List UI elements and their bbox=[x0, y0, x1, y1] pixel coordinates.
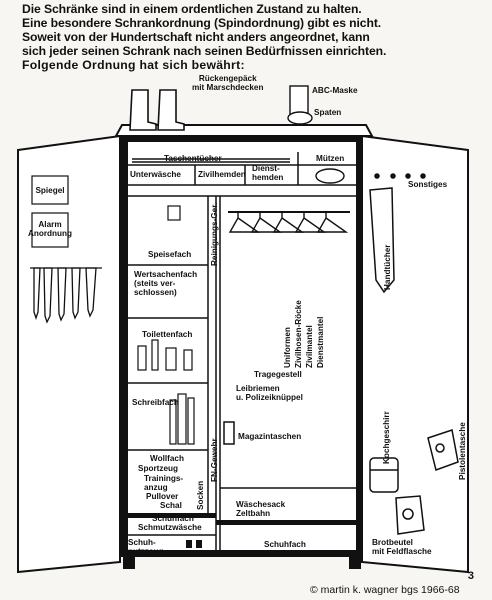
ties bbox=[30, 267, 102, 324]
sportzeug-label: Sportzeug bbox=[138, 464, 179, 473]
rueckengepaeck-label: Rückengepäck mit Marschdecken bbox=[192, 74, 264, 92]
schuhfach-left-label: Schuhfach bbox=[152, 514, 194, 523]
unterwaesche-label: Unterwäsche bbox=[130, 170, 181, 179]
diensthemden-label: Dienst- hemden bbox=[252, 164, 284, 182]
fn-gewehr-label: FN-Gewehr bbox=[210, 438, 219, 482]
waeschesack-label: Wäschesack Zeltbahn bbox=[236, 500, 286, 518]
intro-line-4: sich jeder seinen Schrank nach seinen Be… bbox=[22, 44, 387, 58]
schreibfach-label: Schreibfach bbox=[132, 398, 179, 407]
cabinet-body bbox=[121, 135, 363, 557]
zivilhemden-label: Zivilhemden bbox=[198, 170, 246, 179]
muetzen-label: Mützen bbox=[316, 154, 345, 163]
brotbeutel-label: Brotbeutel mit Feldflasche bbox=[372, 538, 432, 556]
hangers bbox=[228, 212, 349, 233]
pistolentasche-label: Pistolentasche bbox=[458, 422, 467, 480]
taschentuecher-label: Taschentücher bbox=[164, 154, 222, 163]
schuhputzzeug-label: Schuh- putzzeug bbox=[128, 538, 164, 556]
wertsachenfach-label: Wertsachenfach (steits ver- schlossen) bbox=[134, 270, 198, 297]
alarm-label: Alarm Anordnung bbox=[27, 220, 73, 238]
intro-line-5: Folgende Ordnung hat sich bewährt: bbox=[22, 58, 245, 72]
reinigungs-ger-label: Reinigungs-Ger. bbox=[210, 202, 219, 266]
abc-maske-label: ABC-Maske bbox=[312, 86, 358, 95]
intro-line-3: Soweit von der Hundertschaft nicht ander… bbox=[22, 30, 370, 44]
cap-icon bbox=[315, 168, 345, 184]
spaten-icon bbox=[287, 111, 313, 125]
cabinet-foot-right bbox=[349, 555, 361, 569]
spiegel-label: Spiegel bbox=[35, 186, 65, 195]
page-number: 3 bbox=[467, 570, 474, 582]
intro-text: Die Schränke sind in einem ordentlichen … bbox=[22, 2, 482, 72]
wollfach-label: Wollfach bbox=[150, 454, 184, 463]
spaten-label: Spaten bbox=[314, 108, 342, 117]
books bbox=[169, 393, 195, 445]
schal-label: Schal bbox=[160, 501, 182, 510]
shoe-polish-items bbox=[186, 540, 202, 548]
sonstiges-label: Sonstiges bbox=[408, 180, 448, 189]
leibriemen-label: Leibriemen u. Polizeiknüppel bbox=[236, 384, 303, 402]
handtuecher-label: Handtücher bbox=[383, 244, 392, 291]
kochgeschirr-label: Kochgeschirr bbox=[382, 411, 391, 464]
copyright-notice: © martin k. wagner bgs 1966-68 bbox=[310, 584, 460, 596]
socken-label: Socken bbox=[196, 480, 205, 510]
intro-line-1: Die Schränke sind in einem ordentlichen … bbox=[22, 2, 362, 16]
speisefach-label: Speisefach bbox=[148, 250, 192, 259]
trainingsanzug-label: Trainings- anzug bbox=[144, 474, 184, 492]
lock-icon bbox=[167, 205, 181, 221]
cabinet-foot-left bbox=[123, 555, 135, 569]
pullover-label: Pullover bbox=[146, 492, 179, 501]
uniformen-label: Uniformen Zivilhosen-Röcke Zivilmantel D… bbox=[283, 300, 325, 368]
tragegestell-label: Tragegestell bbox=[254, 370, 302, 379]
schmutzwaesche-label: Schmutzwäsche bbox=[138, 523, 202, 532]
boots bbox=[129, 89, 185, 131]
toilettenfach-label: Toilettenfach bbox=[142, 330, 193, 339]
cabinet-frame bbox=[122, 136, 362, 556]
intro-line-2: Eine besondere Schrankordnung (Spindordn… bbox=[22, 16, 382, 30]
schuhfach-right-label: Schuhfach bbox=[264, 540, 306, 549]
magazintaschen-label: Magazintaschen bbox=[238, 432, 302, 441]
toiletries bbox=[137, 339, 193, 371]
